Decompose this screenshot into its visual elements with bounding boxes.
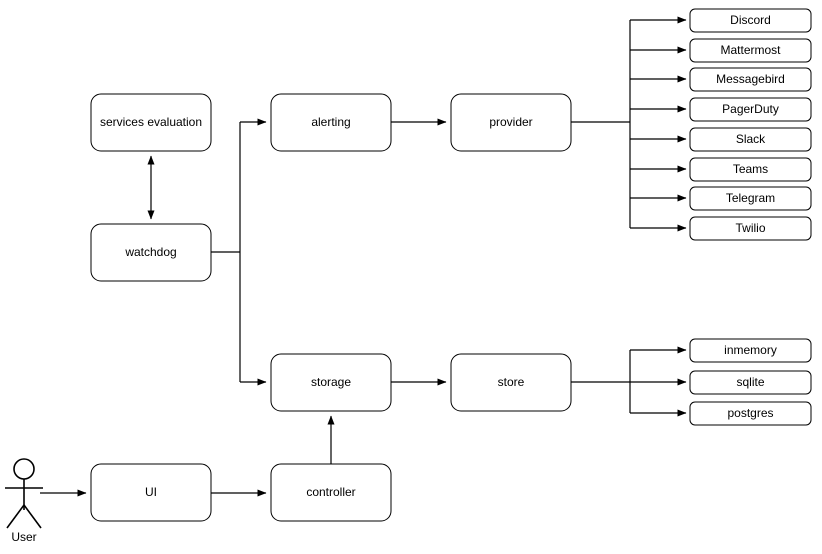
leaf-label: Discord [730, 13, 771, 27]
leaf-node-teams[interactable]: Teams [689, 157, 812, 182]
leaf-label: Telegram [726, 191, 775, 205]
node-label: alerting [311, 115, 350, 129]
leaf-node-mattermost[interactable]: Mattermost [689, 38, 812, 63]
node-label: controller [306, 485, 355, 499]
leaf-box[interactable] [689, 216, 812, 241]
leaf-node-inmemory[interactable]: inmemory [689, 338, 812, 363]
actor-left-leg-icon [6, 504, 25, 529]
leaf-label: Twilio [735, 221, 765, 235]
leaf-node-slack[interactable]: Slack [689, 127, 812, 152]
node-box[interactable] [90, 463, 212, 522]
provider-fanout-edges [630, 16, 687, 232]
node-box[interactable] [270, 93, 392, 152]
leaf-box[interactable] [689, 97, 812, 122]
node-controller[interactable]: controller [270, 463, 392, 522]
node-store[interactable]: store [450, 353, 572, 412]
actor-user[interactable]: User [5, 458, 43, 544]
store-leaf-list: inmemory sqlite postgres [689, 338, 812, 426]
node-label: store [498, 375, 525, 389]
leaf-box[interactable] [689, 338, 812, 363]
node-box[interactable] [450, 93, 572, 152]
leaf-node-telegram[interactable]: Telegram [689, 186, 812, 211]
leaf-label: Mattermost [720, 43, 781, 57]
leaf-box[interactable] [689, 186, 812, 211]
node-watchdog[interactable]: watchdog [90, 223, 212, 282]
node-box[interactable] [270, 353, 392, 412]
actor-label: User [11, 530, 36, 544]
node-storage[interactable]: storage [270, 353, 392, 412]
leaf-node-discord[interactable]: Discord [689, 8, 812, 33]
actor-head-icon [13, 458, 35, 480]
node-label: watchdog [124, 245, 176, 259]
leaf-box[interactable] [689, 38, 812, 63]
leaf-node-postgres[interactable]: postgres [689, 401, 812, 426]
leaf-node-twilio[interactable]: Twilio [689, 216, 812, 241]
leaf-label: sqlite [736, 375, 764, 389]
node-alerting[interactable]: alerting [270, 93, 392, 152]
leaf-box[interactable] [689, 157, 812, 182]
leaf-label: Messagebird [716, 72, 785, 86]
provider-leaf-list: Discord Mattermost Messagebird PagerDuty… [689, 8, 812, 241]
leaf-node-sqlite[interactable]: sqlite [689, 370, 812, 395]
node-label: storage [311, 375, 351, 389]
leaf-label: inmemory [724, 343, 777, 357]
leaf-box[interactable] [689, 370, 812, 395]
leaf-label: Slack [736, 132, 766, 146]
leaf-node-messagebird[interactable]: Messagebird [689, 67, 812, 92]
leaf-box[interactable] [689, 127, 812, 152]
node-box[interactable] [90, 93, 212, 152]
node-label: services evaluation [100, 115, 202, 129]
node-box[interactable] [450, 353, 572, 412]
leaf-box[interactable] [689, 401, 812, 426]
edge-layer [40, 20, 631, 497]
node-ui[interactable]: UI [90, 463, 212, 522]
leaf-label: Teams [733, 162, 768, 176]
leaf-box[interactable] [689, 8, 812, 33]
node-provider[interactable]: provider [450, 93, 572, 152]
node-services-evaluation[interactable]: services evaluation [90, 93, 212, 152]
node-label: UI [145, 485, 157, 499]
node-label: provider [489, 115, 532, 129]
leaf-node-pagerduty[interactable]: PagerDuty [689, 97, 812, 122]
leaf-box[interactable] [689, 67, 812, 92]
node-box[interactable] [270, 463, 392, 522]
store-fanout-edges [630, 346, 687, 417]
node-box[interactable] [90, 223, 212, 282]
actor-right-leg-icon [23, 504, 42, 529]
leaf-label: PagerDuty [722, 102, 779, 116]
leaf-label: postgres [727, 406, 773, 420]
